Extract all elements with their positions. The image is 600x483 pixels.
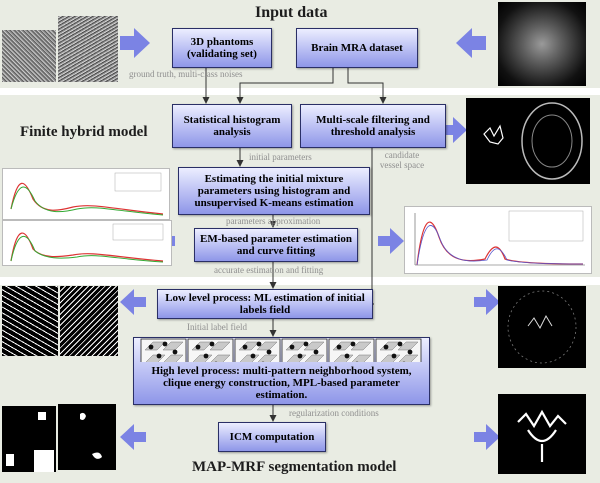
hybrid-section-title: Finite hybrid model [20,124,148,140]
clique-pattern-icon [140,338,187,362]
histogram-fit-plot-3 [404,206,592,274]
clique-pattern-icon [187,338,234,362]
input-section-title: Input data [255,4,328,21]
arrow-ml-right [474,289,500,315]
initial-label-field-image-1 [2,286,58,356]
link-mra-msf [347,67,387,104]
histogram-fit-plot-2 [2,220,172,266]
initial-label-field-image-2 [60,286,118,356]
arrow-input-left [120,28,150,58]
noise-phantom-image-2 [58,16,118,82]
candidate-vessel-images [466,98,590,184]
segmented-phantom-image-2 [58,404,116,470]
segmented-phantom-image-1 [2,406,56,472]
link-mra-hist [236,67,334,104]
clique-pattern-icon [234,338,281,362]
mra-box: Brain MRA dataset [296,28,418,68]
noise-phantom-image-1 [2,30,56,82]
histogram-fit-plot-1 [2,168,170,220]
note-regularization: regularization conditions [289,408,379,418]
note-candidate: candidate vessel space [378,150,426,170]
vessel-label-image-1 [498,286,586,368]
hist-box: Statistical histogram analysis [172,104,292,148]
msf-box: Multi-scale filtering and threshold anal… [300,104,446,148]
note-initial-parameters: initial parameters [249,152,312,162]
note-ground-truth: ground truth, multi-class noises [129,69,243,79]
high-level-box: High level process: multi-pattern neighb… [133,337,430,405]
clique-pattern-icon [281,338,328,362]
segmented-vessel-image [498,394,586,474]
arrow-ml-left [120,289,146,315]
arrow-hybrid-right [441,117,467,143]
mrf-section-title: MAP-MRF segmentation model [192,459,397,475]
init-box: Estimating the initial mixture parameter… [178,167,370,215]
arrow-icm-left [120,424,146,450]
note-approximation: parameters approximation [226,216,321,226]
clique-pattern-icon [375,338,422,362]
arrow-input-right [456,28,486,58]
high-level-label: High level process: multi-pattern neighb… [151,365,412,401]
arrow-icm-right [474,424,500,450]
note-accurate: accurate estimation and fitting [214,265,324,275]
em-box: EM-based parameter estimation and curve … [194,228,358,262]
note-candidate-text: candidate vessel space [379,150,425,170]
ml-box: Low level process: ML estimation of init… [157,289,373,319]
mra-slice-image [498,2,586,86]
clique-patterns [140,338,422,362]
icm-box: ICM computation [218,422,326,452]
arrow-em-right [378,228,404,254]
note-label-field: Initial label field [187,322,247,332]
phantoms-box: 3D phantoms (validating set) [172,28,272,68]
clique-pattern-icon [328,338,375,362]
